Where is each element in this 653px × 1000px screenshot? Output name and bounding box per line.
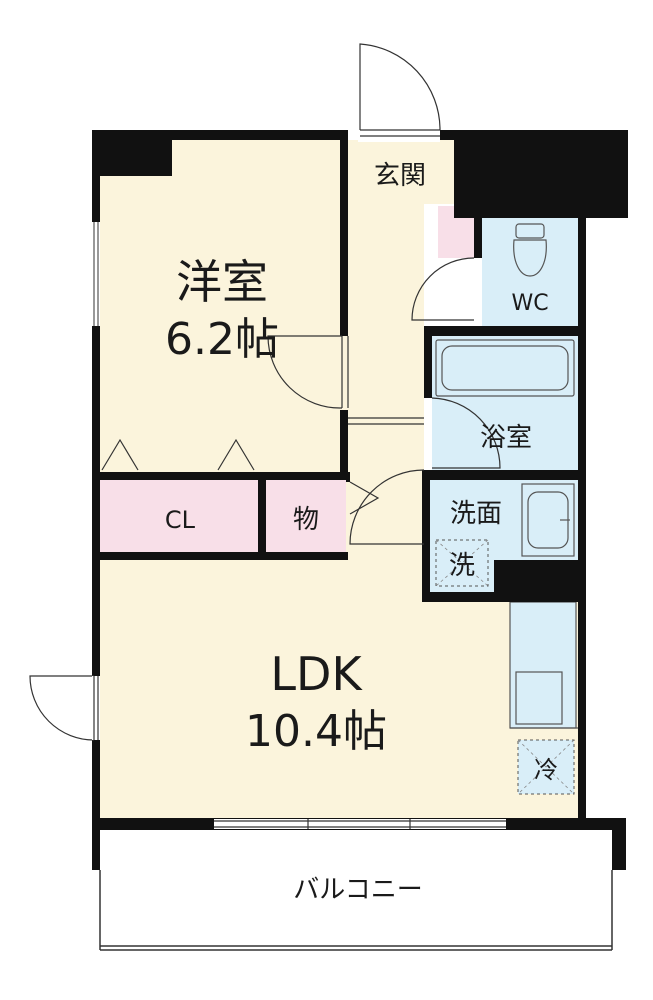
- storage-label: 物: [293, 505, 319, 535]
- wash-basin: [521, 483, 575, 557]
- wall-closet-bottom: [100, 552, 348, 560]
- wall-wash-left: [422, 470, 430, 602]
- closet-label: CL: [165, 506, 196, 534]
- wall-top-left-inner: [92, 130, 348, 140]
- wc-door-swing: [411, 257, 475, 321]
- wall-right: [578, 130, 586, 818]
- wall-western-right: [340, 140, 348, 336]
- closet-floor: [100, 480, 258, 552]
- wall-pillar-ne: [578, 130, 628, 194]
- front-door-gap: [358, 128, 440, 142]
- toilet: [513, 223, 547, 277]
- wall-wc-bottom: [424, 326, 578, 336]
- balcony-windows: [214, 819, 506, 829]
- entrance-floor: [348, 140, 454, 204]
- wall-wc-left: [474, 218, 482, 258]
- wall-storage-right: [346, 472, 350, 482]
- washroom-label: 洗面: [450, 499, 502, 529]
- ldk-room-size: 10.4帖: [245, 706, 387, 757]
- ldk-room-name: LDK: [270, 647, 363, 701]
- bath-label: 浴室: [480, 423, 532, 453]
- wall-closet-divider: [258, 472, 266, 560]
- wc-label: WC: [511, 291, 548, 316]
- bath-door-swing: [431, 397, 501, 469]
- bathtub: [435, 339, 575, 397]
- wall-bath-left: [424, 326, 432, 398]
- entrance-label: 玄関: [374, 161, 426, 191]
- balcony: [99, 830, 613, 951]
- doors: [29, 43, 501, 741]
- storage-door: [349, 481, 380, 515]
- wall-wash-block: [494, 560, 578, 602]
- hall-door-swing: [349, 469, 425, 545]
- washer-space: [435, 539, 489, 587]
- closet-doors: [101, 438, 255, 471]
- washer-label: 洗: [449, 551, 475, 581]
- western-room-floor: [100, 140, 348, 472]
- wall-bath-bottom: [424, 470, 578, 480]
- western-room-name: 洋室: [176, 255, 268, 309]
- kitchen-sink: [515, 671, 563, 725]
- balcony-label: バルコニー: [293, 875, 422, 905]
- wall-left: [92, 130, 100, 830]
- western-door-swing: [267, 335, 343, 409]
- front-door-swing: [359, 43, 441, 131]
- western-window: [92, 222, 100, 326]
- western-room-size: 6.2帖: [165, 314, 279, 365]
- kitchen-counter: [509, 601, 577, 729]
- hallway-floor: [348, 204, 424, 480]
- wall-wash-bottom: [422, 592, 512, 602]
- wall-western-right-lower: [340, 410, 348, 472]
- fridge-space: [517, 739, 575, 795]
- wall-western-bottom: [100, 472, 348, 480]
- storage-floor: [266, 480, 346, 552]
- fridge-label: 冷: [534, 756, 558, 784]
- ldk-side-door-swing: [29, 675, 95, 741]
